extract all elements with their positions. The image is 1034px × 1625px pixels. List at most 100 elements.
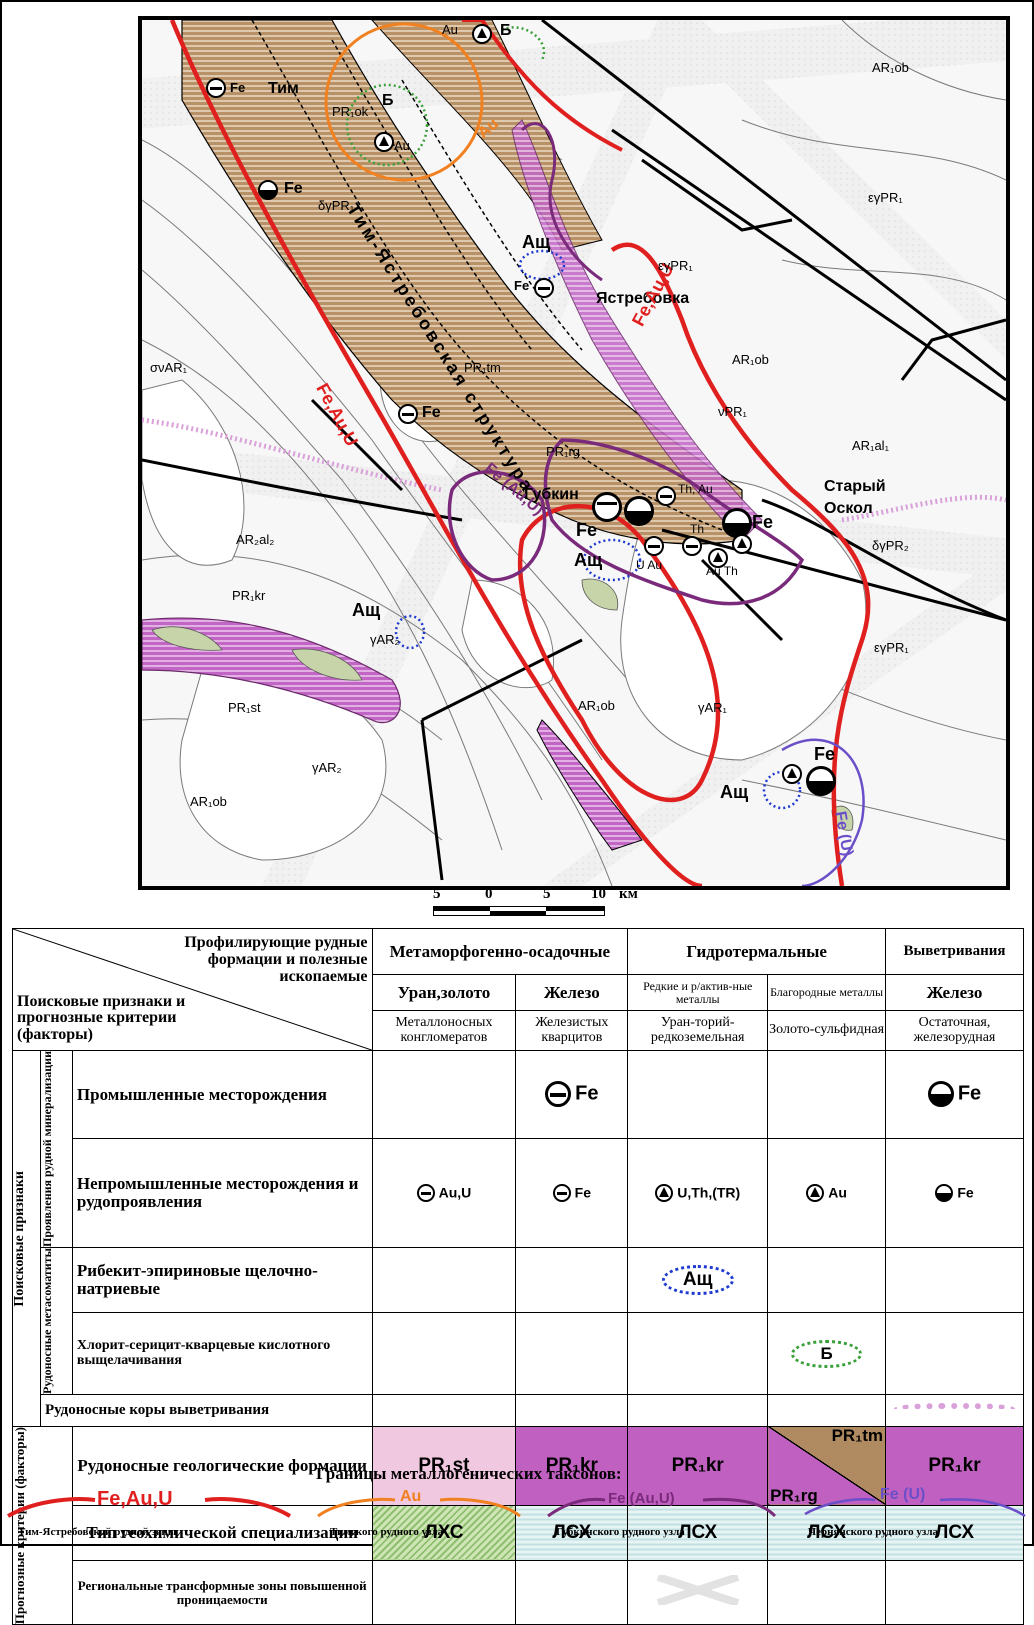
col3-top: Редкие и р/актив-ные металлы bbox=[627, 974, 769, 1011]
scale-frame bbox=[433, 906, 605, 916]
geo-ar1ob-tr: AR₁ob bbox=[872, 60, 909, 75]
col1-bot: Металлоносных конгломератов bbox=[371, 1010, 517, 1051]
weathering-crust-symbol bbox=[894, 1403, 1015, 1417]
label-ashch3: Ащ bbox=[352, 600, 381, 620]
form-c2: PR₁kr bbox=[515, 1425, 629, 1506]
chlorit-c4: Б bbox=[767, 1312, 887, 1395]
geo-pr1rg: PR₁rg bbox=[546, 444, 581, 459]
label-fe4: Fe bbox=[422, 404, 441, 421]
boundaries-legend: Границы металлогенических таксонов: Fe,A… bbox=[0, 1462, 1034, 1546]
label-au-top: Au bbox=[442, 22, 458, 37]
form-c5: PR₁kr bbox=[885, 1425, 1024, 1506]
geological-map: Тим Б Б Au Au Fe Fe Fe Fe Fe Fe Fe Ащ Ащ… bbox=[138, 16, 1010, 890]
row-neprom: Непромышленные месторождения и рудопрояв… bbox=[71, 1137, 373, 1248]
geo-ar1ob-bl: AR₁ob bbox=[190, 794, 227, 809]
group-meta: Метаморфогенно-осадочные bbox=[371, 928, 629, 975]
side-ore-cell: Проявления рудной минерализации bbox=[39, 1050, 73, 1248]
neprom-c3: U,Th,(TR) bbox=[627, 1137, 769, 1248]
group-weather: Выветривания bbox=[885, 928, 1024, 975]
prom-c3 bbox=[627, 1050, 769, 1139]
transform-zone-symbol bbox=[656, 1573, 739, 1608]
boundary-lines bbox=[7, 1497, 1026, 1518]
deposit-dash-symbol bbox=[552, 1183, 571, 1202]
label-fe-bottom: Fe bbox=[814, 744, 836, 764]
weathering-crust bbox=[142, 417, 1006, 523]
col1-top: Уран,золото bbox=[371, 974, 517, 1011]
label-yastrebovka: Ястребовка bbox=[596, 290, 690, 307]
neprom-c2: Fe bbox=[515, 1137, 629, 1248]
geo-pr1tm: PR₁tm bbox=[464, 360, 501, 375]
prom-c2: Fe bbox=[515, 1050, 629, 1139]
form-c1: PR₁st bbox=[371, 1425, 517, 1506]
col2-bot: Железистых кварцитов bbox=[515, 1010, 629, 1051]
label-fe6: Fe bbox=[752, 512, 774, 532]
form-c4: PR₁tm PR₁rg bbox=[767, 1425, 887, 1506]
col5-top: Железо bbox=[885, 974, 1024, 1011]
prom-c5: Fe bbox=[885, 1050, 1024, 1139]
occurrence-triangle-symbol bbox=[782, 764, 802, 784]
row-kory: Рудоносные коры выветривания bbox=[39, 1393, 373, 1427]
occurrence-triangle-symbol bbox=[806, 1183, 825, 1202]
label-gubkin: Губкин bbox=[524, 486, 579, 503]
label-th-au: Th, Au bbox=[678, 482, 713, 496]
deposit-dash-symbol bbox=[416, 1183, 435, 1202]
boundary-caption-1: Тим-Ястребовской рудной зоны bbox=[18, 1526, 177, 1538]
occurrence-triangle-symbol bbox=[472, 24, 492, 44]
deposit-dash-symbol bbox=[592, 492, 622, 522]
boundary-caption-2: Тимского рудного узла bbox=[330, 1526, 444, 1538]
geo-dypr2: δγPR₂ bbox=[872, 538, 909, 553]
occurrence-triangle-symbol bbox=[655, 1183, 674, 1202]
deposit-dash-symbol bbox=[206, 78, 226, 98]
col5-bot: Остаточная, железорудная bbox=[885, 1010, 1024, 1051]
label-th: Th bbox=[690, 522, 705, 536]
ribek-ashch-symbol: Ащ bbox=[661, 1265, 734, 1296]
kory-c5 bbox=[885, 1393, 1024, 1427]
label-fe3: Fe bbox=[514, 278, 530, 293]
side-search-cell: Поисковые признаки bbox=[12, 1050, 41, 1427]
boundary-label-1: Fe,Au,U bbox=[97, 1488, 173, 1510]
col2-top: Железо bbox=[515, 974, 629, 1011]
label-au-tim: Au bbox=[394, 138, 410, 153]
side-meta-cell: Рудоносные метасоматиты bbox=[39, 1246, 73, 1395]
boundary-caption-4: Чернянского рудного узла bbox=[808, 1526, 938, 1538]
label-oskol: Оскол bbox=[824, 500, 873, 517]
geo-pr1kr: PR₁kr bbox=[232, 588, 266, 603]
row-chlorit: Хлорит-серицит-кварцевые кислотного выще… bbox=[71, 1312, 373, 1395]
row-ribek: Рибекит-эпириновые щелочно-натриевые bbox=[71, 1246, 373, 1314]
label-u-au: U Au bbox=[636, 558, 663, 572]
deposit-half-symbol bbox=[258, 180, 278, 200]
label-b1: Б bbox=[382, 92, 394, 109]
col4-top: Благородные металлы bbox=[767, 974, 887, 1011]
geo-pr1ok: PR₁ok bbox=[332, 104, 369, 119]
geo-pr1st: PR₁st bbox=[228, 700, 261, 715]
row-prom: Промышленные месторождения bbox=[71, 1050, 373, 1139]
scale-tick-5b: 5 bbox=[543, 886, 551, 902]
group-hydro: Гидротермальные bbox=[627, 928, 887, 975]
prom-c1 bbox=[371, 1050, 517, 1139]
scale-tick-10: 10 bbox=[591, 886, 606, 902]
geo-yar1: γAR₁ bbox=[698, 700, 727, 715]
col4-bot: Золото-сульфидная bbox=[767, 1010, 887, 1051]
deposit-half-symbol bbox=[806, 766, 836, 796]
chlorit-b-symbol: Б bbox=[791, 1339, 862, 1368]
deposit-half-symbol bbox=[927, 1081, 954, 1108]
prom-c4 bbox=[767, 1050, 887, 1139]
label-ashch1: Ащ bbox=[522, 232, 551, 252]
boundary-label-2: Au bbox=[400, 1488, 422, 1505]
scale-tick-5a: 5 bbox=[433, 886, 441, 902]
geo-eypr1-c: εγPR₁ bbox=[874, 640, 909, 655]
geo-var1: σνAR₁ bbox=[150, 360, 187, 375]
deposit-half-symbol bbox=[624, 496, 654, 526]
legend-table: Профилирующие рудные формации и полезные… bbox=[12, 928, 1024, 1625]
side-meta: Рудоносные метасоматиты bbox=[39, 1247, 54, 1394]
boundary-label-4: Fe (U) bbox=[880, 1486, 926, 1503]
geo-ar1al1: AR₁al₁ bbox=[852, 438, 889, 453]
deposit-dash-symbol bbox=[682, 536, 702, 556]
label-fe5: Fe bbox=[576, 520, 598, 540]
map-drawing bbox=[142, 20, 1006, 886]
occurrence-triangle-symbol bbox=[374, 132, 394, 152]
geo-yar2: γAR₂ bbox=[370, 632, 400, 647]
label-ashch2: Ащ bbox=[574, 550, 603, 570]
side-ore: Проявления рудной минерализации bbox=[39, 1051, 54, 1247]
corner-top-text: Профилирующие рудные формации и полезные… bbox=[184, 934, 368, 985]
